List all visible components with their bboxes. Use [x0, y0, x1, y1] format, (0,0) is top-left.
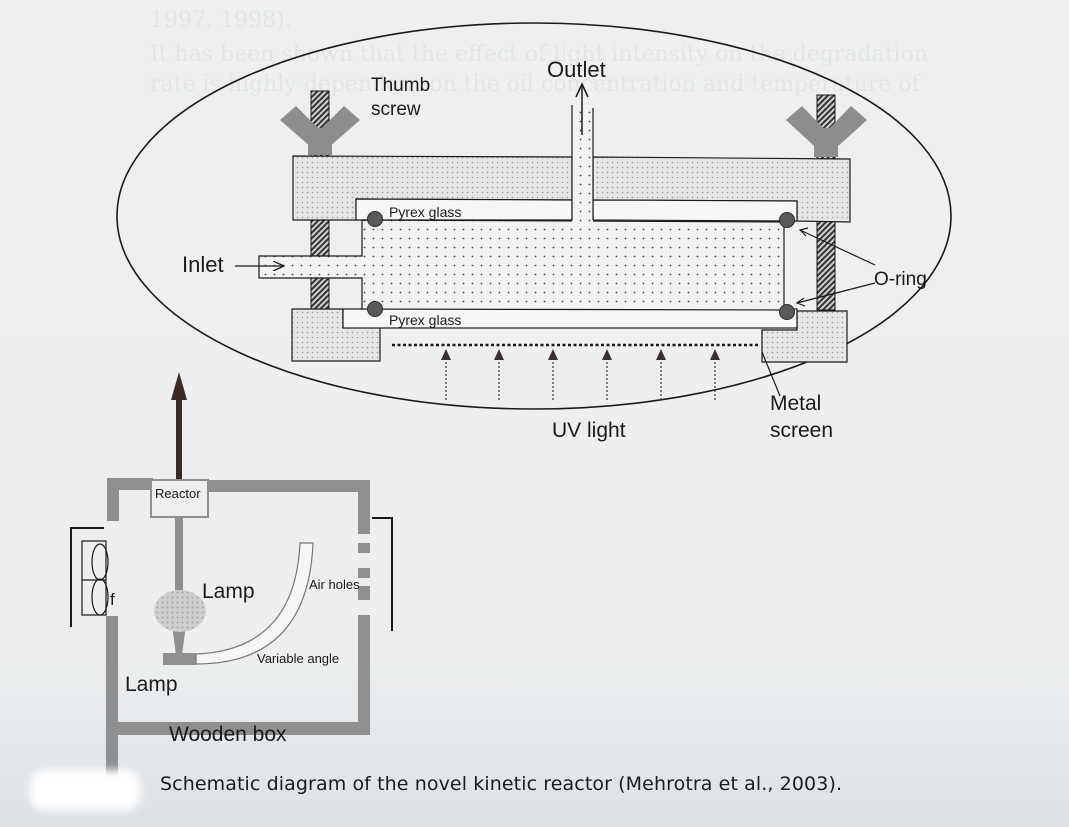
lamp-lower-label: Lamp — [125, 673, 178, 696]
pyrex-glass-top-label: Pyrex glass — [389, 204, 461, 220]
air-holes-label: Air holes — [309, 577, 360, 592]
reactor-link-arrow-icon — [171, 372, 187, 492]
inlet-label: Inlet — [182, 252, 224, 277]
uv-arrow-head-2 — [494, 349, 504, 360]
fan-label: f — [110, 590, 115, 609]
uv-light-label: UV light — [552, 419, 626, 442]
lamp-bulb-icon — [154, 590, 206, 632]
lamp-upper-label: Lamp — [202, 580, 255, 603]
left-bracket — [70, 527, 104, 627]
metal-screen-label: Metal — [770, 392, 821, 415]
reactor-label: Reactor — [155, 486, 201, 501]
uv-arrow-head-3 — [548, 349, 558, 360]
thumb-screw-right-icon — [786, 106, 867, 157]
outlet-label: Outlet — [547, 57, 606, 82]
metal-screen-label-2: screen — [770, 419, 833, 442]
o-ring-label: O-ring — [874, 269, 927, 290]
fan-icon — [81, 540, 109, 616]
outlet-arrow-icon — [575, 82, 589, 135]
outlet-tube — [572, 105, 593, 222]
background-text-line: 1997, 1998). — [150, 8, 292, 33]
metal-screen-pointer — [761, 351, 781, 397]
uv-arrow-head-6 — [710, 349, 720, 360]
wooden-box — [106, 478, 370, 794]
uv-arrow-head-4 — [602, 349, 612, 360]
pyrex-glass-bottom-label: Pyrex glass — [389, 312, 461, 328]
bottom-plate-right — [761, 310, 848, 363]
zoom-ellipse — [116, 22, 952, 410]
thumb-screw-left-icon — [280, 106, 360, 155]
thumb-screw-label-2: screw — [371, 99, 421, 120]
redacted-figure-number — [30, 770, 140, 810]
uv-light-arrows — [441, 349, 720, 400]
reaction-chamber — [258, 219, 785, 311]
wooden-box-label: Wooden box — [169, 723, 287, 746]
o-ring-pointers — [795, 227, 876, 307]
figure-caption: Schematic diagram of the novel kinetic r… — [160, 773, 843, 795]
uv-arrow-head-1 — [441, 349, 451, 360]
variable-angle-arc — [195, 542, 314, 665]
reactor-compartment — [150, 479, 209, 518]
o-ring-icons — [367, 211, 795, 320]
variable-angle-label: Variable angle — [257, 651, 339, 666]
uv-arrow-head-5 — [656, 349, 666, 360]
thumb-screw-label: Thumb — [371, 75, 430, 96]
background-text-line: rate is highly dependent on the oil conc… — [150, 72, 920, 97]
right-bracket — [372, 517, 393, 631]
